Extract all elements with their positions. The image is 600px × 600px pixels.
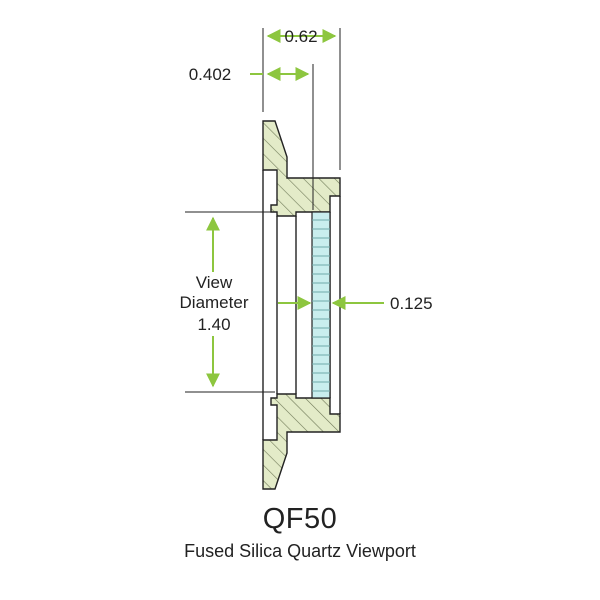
flange-body	[262, 120, 341, 490]
view-label-line2: Diameter	[180, 293, 249, 312]
dimension-arrows	[206, 29, 384, 388]
view-diameter-value: 1.40	[197, 315, 230, 334]
dim-label-overall-depth: 0.62	[284, 27, 317, 46]
flange-body-top	[262, 120, 341, 217]
quartz-window-striations	[312, 219, 330, 392]
dim-label-flange-depth: 0.402	[189, 65, 232, 84]
quartz-window-pane	[311, 211, 331, 399]
extension-lines	[185, 28, 341, 393]
diagram-subtitle: Fused Silica Quartz Viewport	[184, 541, 416, 561]
dim-label-window-thickness: 0.125	[390, 294, 433, 313]
flange-body-bottom	[262, 393, 341, 490]
quartz-window	[311, 211, 331, 399]
diagram-title: QF50	[262, 503, 338, 535]
view-label-line1: View	[196, 273, 233, 292]
